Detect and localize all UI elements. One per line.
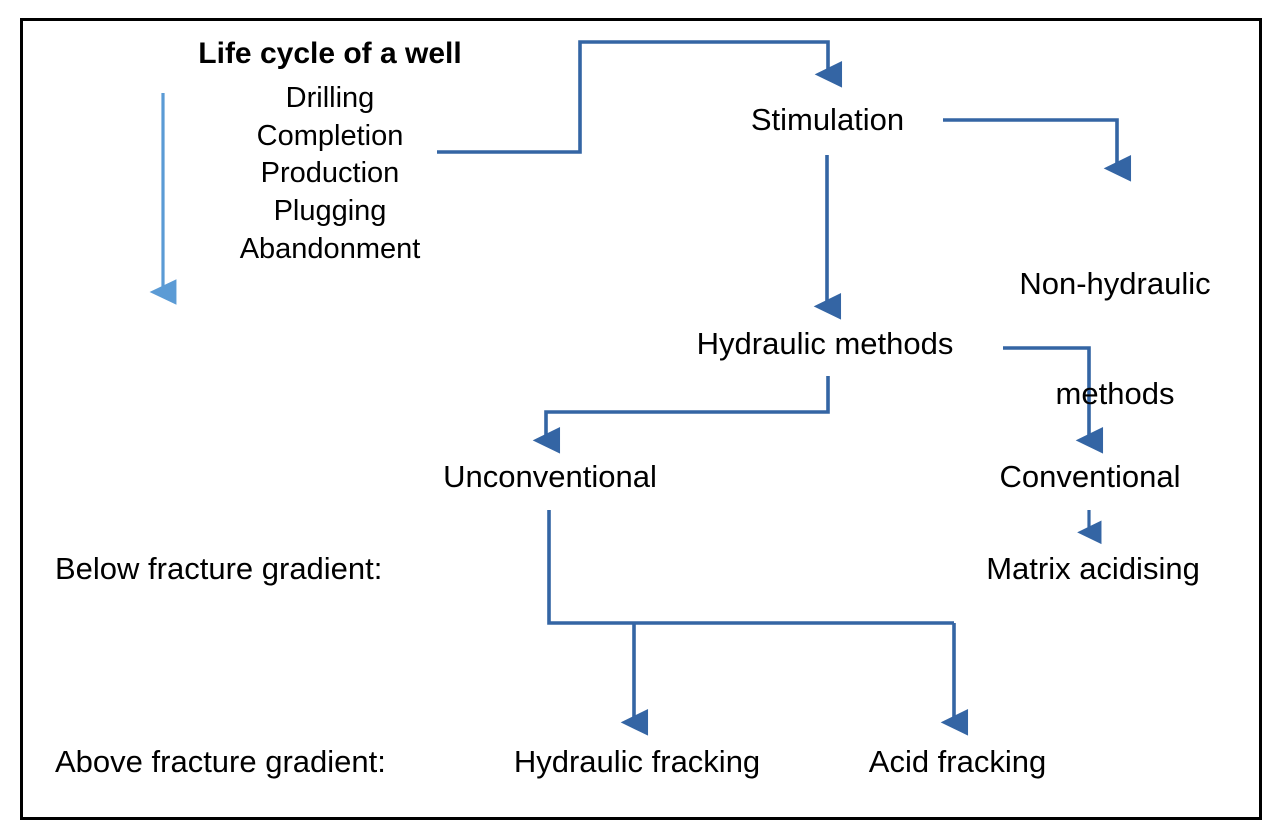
node-unconventional: Unconventional (443, 459, 657, 494)
lifecycle-stage-production: Production (260, 157, 400, 190)
lifecycle-stage-completion: Completion (256, 119, 404, 152)
lifecycle-stage-plugging: Plugging (273, 195, 387, 228)
lifecycle-stage-abandonment: Abandonment (239, 232, 421, 265)
label-above-fracture-gradient: Above fracture gradient: (55, 744, 386, 779)
lifecycle-stage-list: Drilling Completion Production Plugging … (170, 80, 490, 268)
node-hydraulic-methods: Hydraulic methods (696, 326, 954, 361)
node-non-hydraulic-methods-line2: methods (1055, 375, 1175, 411)
label-below-fracture-gradient: Below fracture gradient: (55, 551, 383, 586)
node-acid-fracking: Acid fracking (868, 744, 1047, 779)
node-non-hydraulic-methods: Non-hydraulic methods (970, 193, 1260, 486)
node-non-hydraulic-methods-line1: Non-hydraulic (1019, 266, 1211, 302)
node-conventional: Conventional (999, 459, 1181, 494)
page-title: Life cycle of a well (198, 37, 462, 70)
lifecycle-stage-drilling: Drilling (285, 82, 375, 114)
node-stimulation: Stimulation (750, 102, 905, 137)
node-matrix-acidising: Matrix acidising (986, 551, 1200, 586)
diagram-border-frame (20, 18, 1262, 820)
node-hydraulic-fracking: Hydraulic fracking (513, 744, 761, 779)
